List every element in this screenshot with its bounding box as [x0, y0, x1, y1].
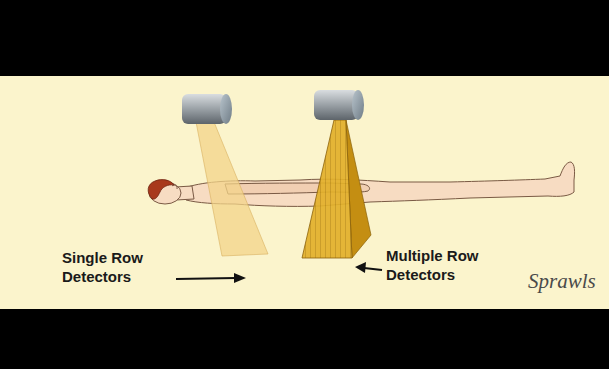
leader-arrow	[355, 262, 382, 273]
xray-tube	[182, 94, 232, 124]
single-row-fan-beam	[196, 122, 268, 256]
watermark: Sprawls	[528, 272, 603, 291]
hair	[148, 180, 174, 200]
xray-tube	[314, 90, 364, 120]
multi-row-fan-beam	[302, 120, 352, 258]
leader-arrow	[176, 273, 246, 283]
part-label: Single Row Detectors	[62, 248, 174, 286]
part-label: Multiple Row Detectors	[386, 246, 518, 284]
